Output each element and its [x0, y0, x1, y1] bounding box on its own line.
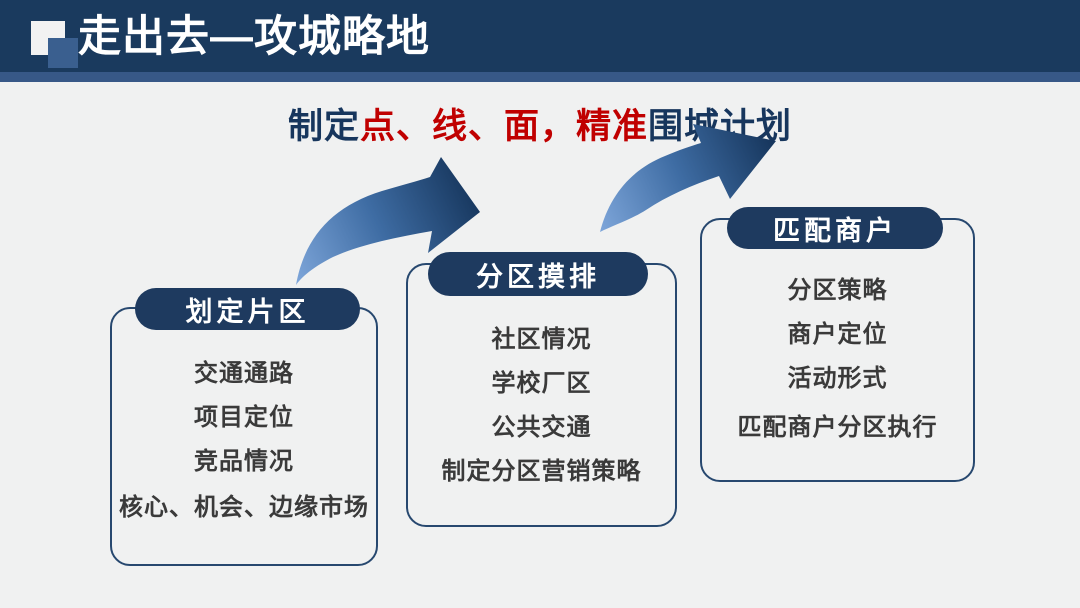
list-item: 交通通路 — [194, 360, 294, 387]
list-item: 项目定位 — [194, 404, 294, 431]
deco-square-blue — [48, 38, 78, 68]
list-item: 制定分区营销策略 — [441, 458, 642, 485]
header-bar: 走出去—攻城略地 — [0, 0, 1080, 72]
list-item: 分区策略 — [787, 277, 888, 304]
header-accent-strip — [0, 72, 1080, 82]
panel-zone-survey: 分区摸排 社区情况 学校厂区 公共交通 制定分区营销策略 — [406, 252, 677, 527]
panel-items-zone-survey: 社区情况 学校厂区 公共交通 制定分区营销策略 — [408, 265, 675, 487]
list-item: 核心、机会、边缘市场 — [119, 494, 369, 521]
panel-header-pill-zone-survey: 分区摸排 — [428, 252, 648, 296]
panel-items-define-areas: 交通通路 项目定位 竞品情况 核心、机会、边缘市场 — [112, 309, 376, 523]
subtitle-lead: 制定 — [287, 107, 360, 146]
list-item: 竞品情况 — [194, 448, 294, 475]
panel-header-pill-define-areas: 划定片区 — [135, 288, 360, 330]
panel-items-match-merchants: 分区策略 商户定位 活动形式 匹配商户分区执行 — [702, 220, 973, 443]
subtitle: 制定点、线、面，精准围城计划 — [0, 98, 1080, 149]
panel-define-areas: 划定片区 交通通路 项目定位 竞品情况 核心、机会、边缘市场 — [110, 288, 378, 566]
subtitle-highlight: 点、线、面，精准 — [359, 107, 648, 146]
list-item: 商户定位 — [787, 321, 888, 348]
slide-title: 走出去—攻城略地 — [78, 13, 430, 61]
list-item: 公共交通 — [491, 414, 592, 441]
list-item: 活动形式 — [787, 365, 888, 392]
list-item: 学校厂区 — [491, 370, 592, 397]
subtitle-tail: 围城计划 — [648, 107, 793, 146]
list-item: 社区情况 — [491, 326, 592, 353]
panel-header-pill-match-merchants: 匹配商户 — [727, 207, 943, 249]
list-item: 匹配商户分区执行 — [737, 414, 938, 441]
panel-match-merchants: 匹配商户 分区策略 商户定位 活动形式 匹配商户分区执行 — [700, 207, 975, 482]
